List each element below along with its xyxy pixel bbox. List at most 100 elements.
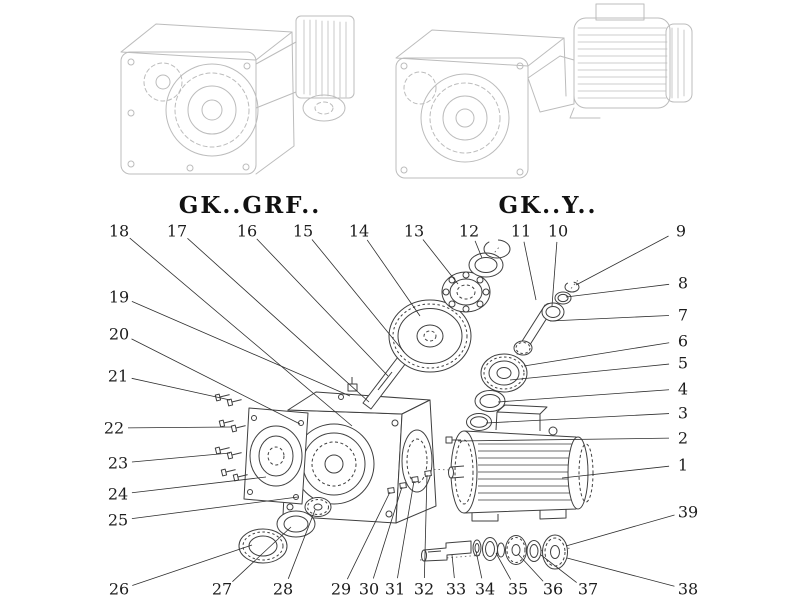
part-callout-38: 38 bbox=[678, 580, 698, 599]
part-callout-8: 8 bbox=[678, 274, 688, 293]
shaft-bearing-rear bbox=[526, 540, 542, 562]
leader-line-10 bbox=[551, 241, 558, 307]
output-gear-ring bbox=[238, 528, 288, 564]
part-callout-10: 10 bbox=[548, 222, 568, 241]
part-callout-16: 16 bbox=[237, 222, 257, 241]
leader-line-24 bbox=[131, 476, 267, 494]
leader-line-9 bbox=[575, 235, 669, 286]
leader-line-30 bbox=[372, 486, 403, 579]
leader-line-15 bbox=[311, 239, 405, 353]
leader-line-29 bbox=[346, 491, 391, 580]
leader-line-1 bbox=[561, 465, 670, 479]
part-callout-30: 30 bbox=[359, 580, 379, 599]
leader-line-17 bbox=[187, 238, 370, 403]
part-callout-34: 34 bbox=[475, 580, 495, 599]
part-callout-37: 37 bbox=[578, 580, 598, 599]
part-callout-33: 33 bbox=[446, 580, 466, 599]
part-callout-32: 32 bbox=[414, 580, 434, 599]
part-callout-22: 22 bbox=[104, 419, 124, 438]
leader-line-37 bbox=[540, 554, 577, 583]
shaft-end-disc bbox=[542, 534, 568, 570]
large-helical-gear bbox=[388, 299, 472, 373]
leader-line-14 bbox=[366, 239, 421, 317]
bevel-gear bbox=[480, 353, 528, 393]
part-callout-35: 35 bbox=[508, 580, 528, 599]
output-shaft bbox=[421, 540, 472, 562]
leader-line-7 bbox=[549, 315, 670, 322]
part-callout-28: 28 bbox=[273, 580, 293, 599]
exploded-view bbox=[214, 239, 594, 570]
part-callout-29: 29 bbox=[331, 580, 351, 599]
leader-line-38 bbox=[566, 557, 675, 587]
leader-line-23 bbox=[131, 452, 231, 463]
leader-line-4 bbox=[497, 389, 670, 403]
leader-line-8 bbox=[565, 283, 670, 298]
part-callout-7: 7 bbox=[678, 306, 688, 325]
part-callout-14: 14 bbox=[349, 222, 369, 241]
leader-line-22 bbox=[127, 426, 233, 429]
part-callout-25: 25 bbox=[108, 511, 128, 530]
part-callout-5: 5 bbox=[678, 354, 688, 373]
part-callout-9: 9 bbox=[676, 222, 686, 241]
motor-flange-bolt bbox=[445, 436, 461, 444]
part-callout-4: 4 bbox=[678, 380, 688, 399]
part-callout-23: 23 bbox=[108, 454, 128, 473]
leader-line-28 bbox=[287, 509, 316, 579]
leader-line-12 bbox=[474, 240, 483, 259]
seal-ring bbox=[468, 252, 504, 278]
leader-line-11 bbox=[523, 241, 537, 301]
leader-line-34 bbox=[475, 550, 483, 579]
part-callout-3: 3 bbox=[678, 404, 688, 423]
part-callout-36: 36 bbox=[543, 580, 563, 599]
leader-line-5 bbox=[509, 363, 670, 381]
part-callout-2: 2 bbox=[678, 429, 688, 448]
part-callout-12: 12 bbox=[459, 222, 479, 241]
leader-line-13 bbox=[422, 239, 459, 285]
snap-ring-small bbox=[564, 281, 580, 293]
gearbox-grf-illustration bbox=[120, 15, 355, 175]
ring-small bbox=[554, 291, 572, 305]
leader-line-2 bbox=[457, 437, 670, 442]
part-callout-24: 24 bbox=[108, 485, 128, 504]
leader-line-6 bbox=[523, 342, 670, 367]
model-label-y: GK..Y.. bbox=[498, 192, 597, 219]
part-callout-15: 15 bbox=[293, 222, 313, 241]
part-callout-13: 13 bbox=[404, 222, 424, 241]
leader-line-21 bbox=[131, 377, 231, 401]
part-callout-11: 11 bbox=[511, 222, 531, 241]
leader-line-35 bbox=[495, 552, 512, 580]
washer-ring-a bbox=[474, 390, 506, 412]
part-callout-19: 19 bbox=[109, 288, 129, 307]
shim-ring bbox=[276, 510, 316, 538]
part-callout-20: 20 bbox=[109, 325, 129, 344]
leader-line-31 bbox=[397, 480, 415, 579]
cover-plugs bbox=[387, 470, 432, 494]
leader-line-36 bbox=[517, 553, 544, 582]
bearing-small bbox=[541, 302, 565, 322]
part-callout-1: 1 bbox=[678, 456, 688, 475]
part-callout-18: 18 bbox=[109, 222, 129, 241]
shaft-washer bbox=[472, 539, 482, 557]
leader-line-20 bbox=[131, 338, 301, 425]
shaft-spacer bbox=[497, 542, 505, 558]
leader-line-39 bbox=[565, 514, 675, 547]
part-callout-27: 27 bbox=[212, 580, 232, 599]
small-pinion-gear bbox=[304, 497, 332, 517]
part-callout-17: 17 bbox=[167, 222, 187, 241]
part-callout-6: 6 bbox=[678, 332, 688, 351]
model-label-grf: GK..GRF.. bbox=[179, 192, 321, 219]
leader-line-27 bbox=[232, 526, 292, 582]
leader-line-18 bbox=[129, 237, 353, 427]
gearbox-y-illustration bbox=[395, 3, 693, 179]
bearing-large bbox=[441, 271, 491, 313]
leader-line-16 bbox=[256, 238, 389, 377]
gear-housing bbox=[282, 377, 437, 524]
leader-line-32 bbox=[423, 474, 428, 579]
shaft-bearing-front bbox=[482, 537, 498, 561]
output-flange-plate bbox=[243, 407, 309, 505]
leader-line-26 bbox=[132, 544, 253, 586]
part-callout-31: 31 bbox=[385, 580, 405, 599]
part-callout-39: 39 bbox=[678, 503, 698, 522]
